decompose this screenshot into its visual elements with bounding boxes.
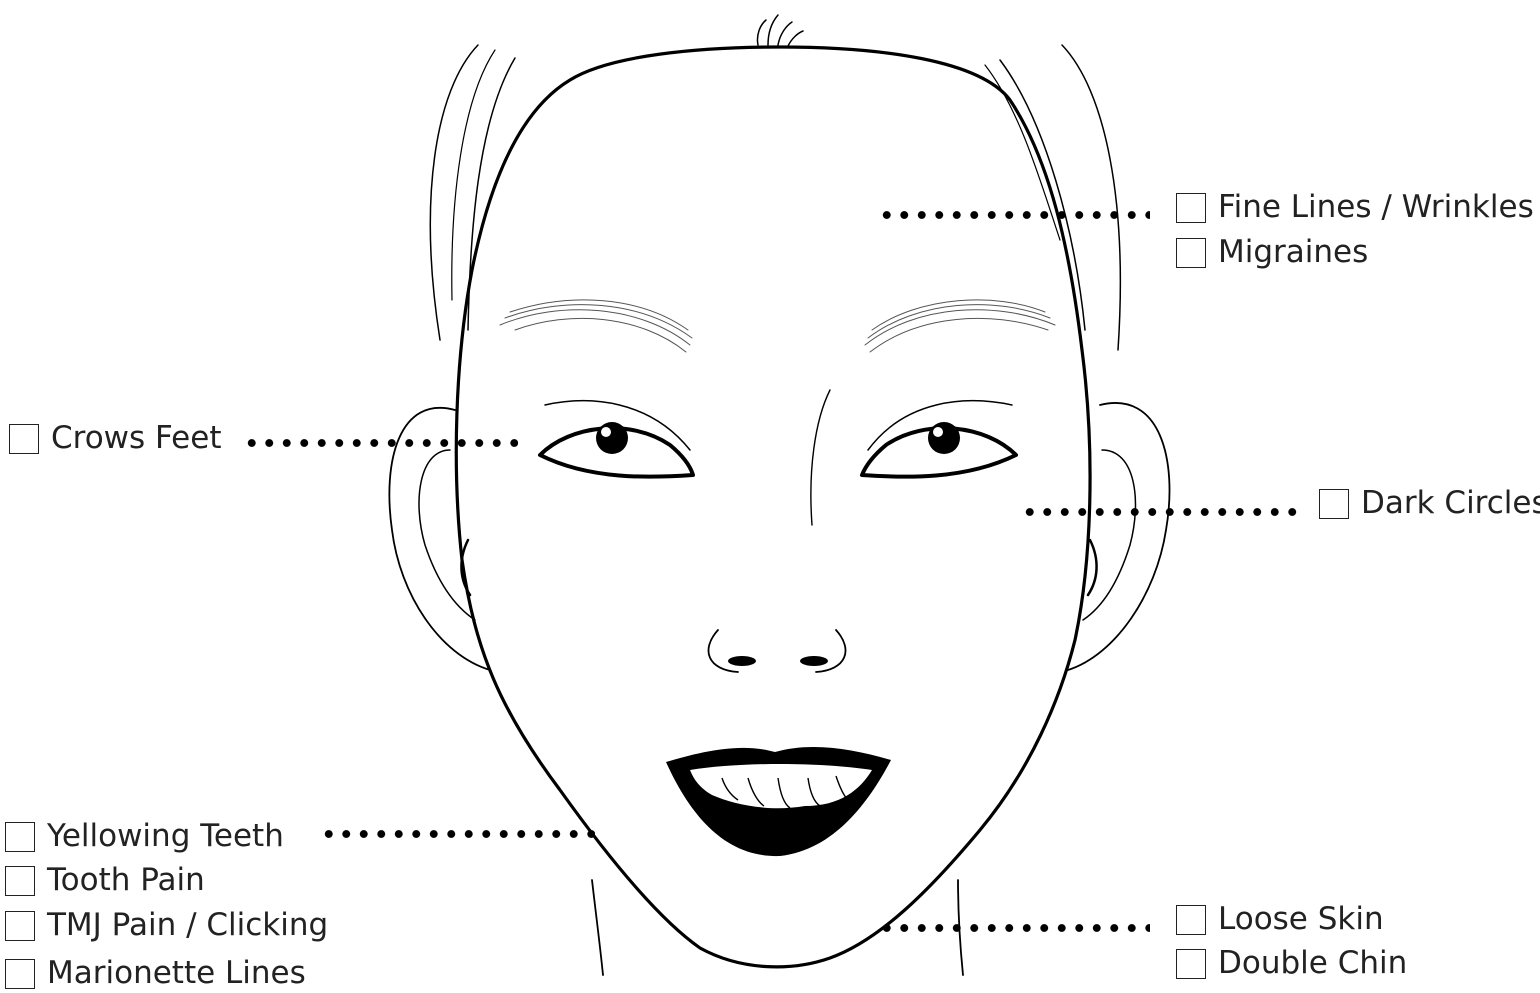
checkbox-icon[interactable] [1319,489,1349,519]
option-label: Crows Feet [51,423,221,454]
option-tmj-pain-clicking[interactable]: TMJ Pain / Clicking [5,910,328,941]
checkbox-icon[interactable] [1176,238,1206,268]
checkbox-icon[interactable] [5,959,35,989]
option-marionette-lines[interactable]: Marionette Lines [5,958,306,989]
checkbox-icon[interactable] [1176,949,1206,979]
nostril-left [728,656,756,666]
option-crows-feet[interactable]: Crows Feet [9,423,221,454]
nose-left [708,630,738,672]
leader-dots-jaw [878,923,1150,933]
checkbox-icon[interactable] [1176,905,1206,935]
hair-right-outer [1062,45,1120,350]
ear-right-lobe [1088,540,1097,595]
option-label: Dark Circles [1361,488,1540,519]
neck-left [592,880,603,975]
option-dark-circles[interactable]: Dark Circles [1319,488,1540,519]
option-label: Migraines [1218,237,1368,268]
option-label: Yellowing Teeth [47,821,284,852]
nose-right [816,630,846,672]
leader-dots-mouth [320,829,595,839]
eyebrow-right [865,300,1055,352]
option-label: Fine Lines / Wrinkles [1218,192,1534,223]
ear-right [1068,403,1170,670]
eyebrow-left [500,300,692,352]
option-yellowing-teeth[interactable]: Yellowing Teeth [5,821,284,852]
checkbox-icon[interactable] [5,822,35,852]
option-label: Loose Skin [1218,904,1384,935]
option-fine-lines-wrinkles[interactable]: Fine Lines / Wrinkles [1176,192,1534,223]
option-loose-skin[interactable]: Loose Skin [1176,904,1384,935]
leader-dots-dark-circles [1021,507,1297,517]
leader-dots-forehead [878,210,1150,220]
option-tooth-pain[interactable]: Tooth Pain [5,865,205,896]
pupil-right-highlight [933,427,943,437]
option-label: Double Chin [1218,948,1407,979]
pupil-left [596,422,628,454]
checkbox-icon[interactable] [9,424,39,454]
pupil-left-highlight [601,427,611,437]
pupil-right [928,422,960,454]
option-migraines[interactable]: Migraines [1176,237,1368,268]
option-label: Tooth Pain [47,865,205,896]
checkbox-icon[interactable] [1176,193,1206,223]
hair-left-outer [430,45,478,340]
option-label: Marionette Lines [47,958,306,989]
leader-dots-crows-feet [243,438,518,448]
nose-bridge [811,390,830,525]
hair-tuft [757,15,803,46]
nostril-right [800,656,828,666]
option-double-chin[interactable]: Double Chin [1176,948,1407,979]
checkbox-icon[interactable] [5,911,35,941]
option-label: TMJ Pain / Clicking [47,910,328,941]
checkbox-icon[interactable] [5,866,35,896]
